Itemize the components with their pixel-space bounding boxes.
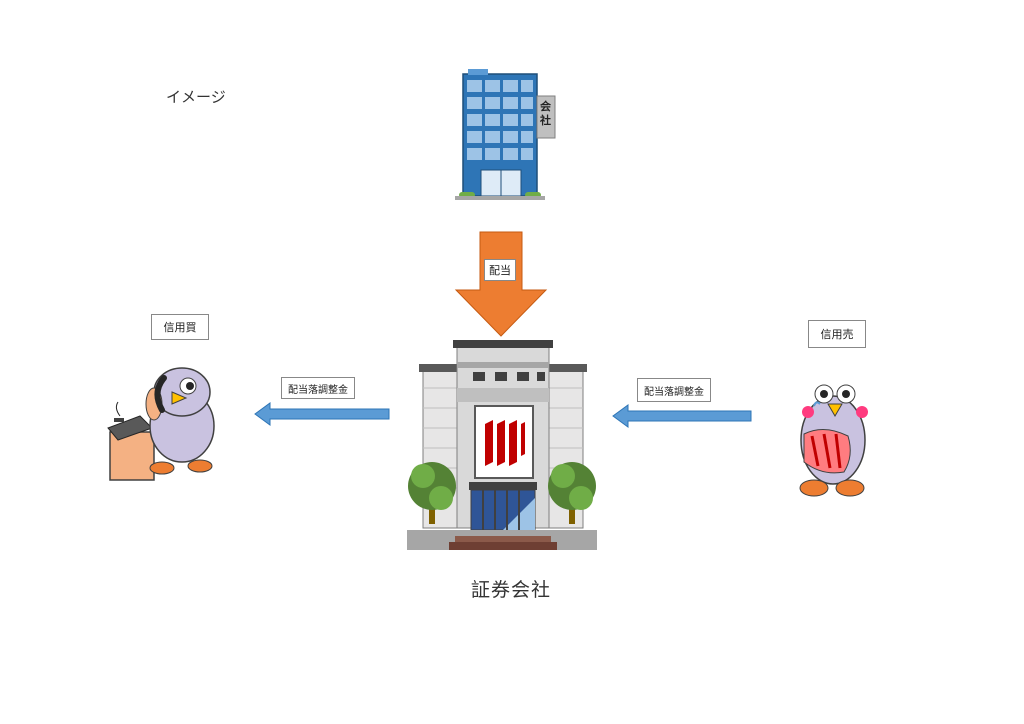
image-title: イメージ [166,88,226,106]
securities-company-building-icon [407,340,597,550]
company-building-icon [455,69,556,200]
dividend-label: 配当 [484,259,516,281]
left-adjustment-arrow [254,402,390,426]
bird-worried-icon [799,384,868,497]
margin-buy-label: 信用買 [151,314,209,340]
right-adjustment-arrow [612,404,752,428]
left-arrow-label: 配当落調整金 [281,377,355,399]
bird-on-phone-icon [107,367,215,481]
securities-company-caption: 証券会社 [471,579,552,601]
dividend-arrow [454,231,548,337]
company-sign: 会社 [540,100,551,127]
margin-sell-label: 信用売 [808,320,866,348]
right-arrow-label: 配当落調整金 [637,378,711,402]
